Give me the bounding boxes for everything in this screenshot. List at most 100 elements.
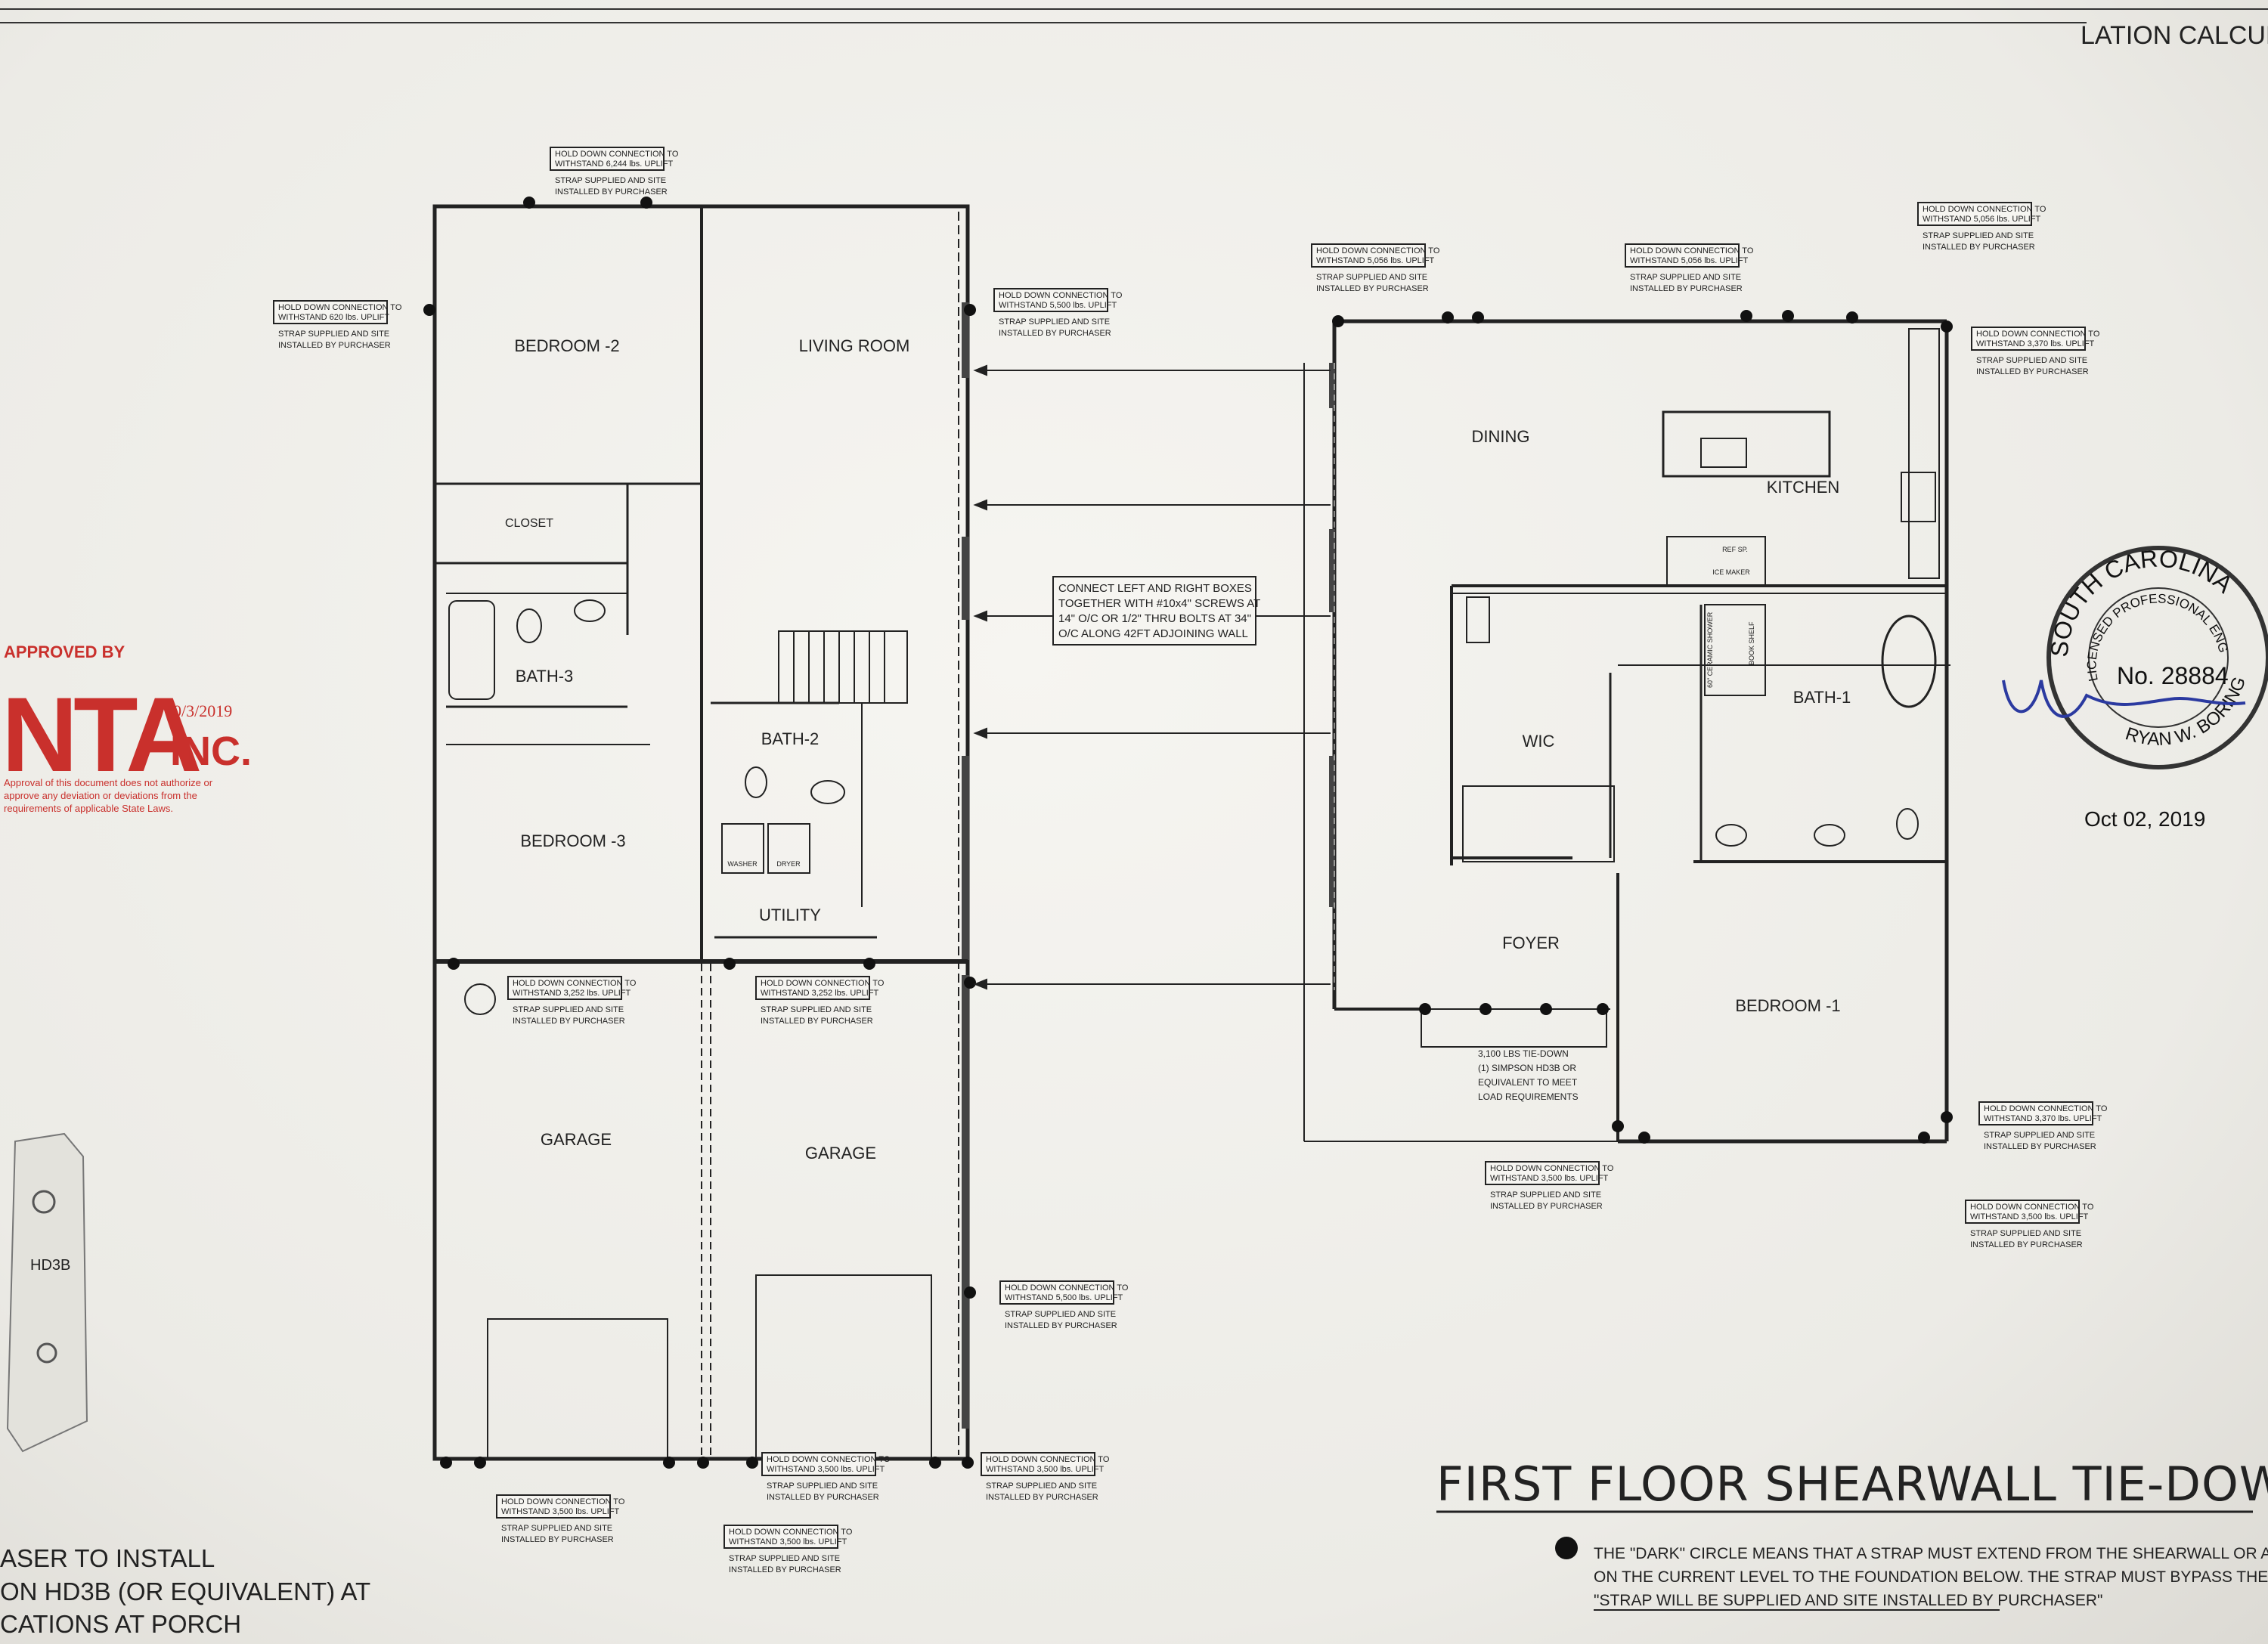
nta-approval-stamp: APPROVED BY NTA INC. 10/3/2019 Approval … xyxy=(2,642,252,814)
callout-install: INSTALLED BY PURCHASER xyxy=(767,1493,879,1502)
callout-box xyxy=(993,288,1108,312)
callout-install: INSTALLED BY PURCHASER xyxy=(1490,1202,1603,1211)
callout-box xyxy=(1971,327,2086,351)
room-label: WIC xyxy=(1523,732,1555,751)
room-label: FOYER xyxy=(1502,933,1560,952)
room-label: KITCHEN xyxy=(1767,478,1840,497)
left-unit-plan xyxy=(432,204,970,1461)
callout-install: INSTALLED BY PURCHASER xyxy=(501,1535,614,1544)
approval-disclaimer: Approval of this document does not autho… xyxy=(4,777,213,788)
porch-note-line: ASER TO INSTALL xyxy=(0,1544,215,1572)
shearwall-hatch xyxy=(962,302,969,378)
sink xyxy=(1715,824,1747,847)
fixture-label: WASHER xyxy=(727,860,758,868)
callout-install: INSTALLED BY PURCHASER xyxy=(278,341,391,350)
sink xyxy=(1814,824,1845,847)
fixture-label: ICE MAKER xyxy=(1712,568,1750,576)
callout-line1: HOLD DOWN CONNECTION TO xyxy=(986,1455,1110,1464)
callout-line2: WITHSTAND 5,500 lbs. UPLIFT xyxy=(999,301,1117,310)
callout-box xyxy=(723,1525,838,1549)
callout-box xyxy=(1917,202,2032,226)
seal-date: Oct 02, 2019 xyxy=(2084,807,2205,831)
callout-install: INSTALLED BY PURCHASER xyxy=(1316,284,1429,293)
callout-line2: WITHSTAND 3,370 lbs. UPLIFT xyxy=(1984,1114,2102,1123)
legend-line: "STRAP WILL BE SUPPLIED AND SITE INSTALL… xyxy=(1594,1592,2103,1609)
callout-strap: STRAP SUPPLIED AND SITE xyxy=(1316,273,1427,282)
wic-shelving xyxy=(1462,785,1615,862)
callout-strap: STRAP SUPPLIED AND SITE xyxy=(761,1005,872,1014)
callout-line1: HOLD DOWN CONNECTION TO xyxy=(1490,1164,1614,1173)
hold-down-callouts: HOLD DOWN CONNECTION TO WITHSTAND 6,244 l… xyxy=(273,147,2108,1574)
refrigerator-space xyxy=(1666,536,1766,587)
callout-line2: WITHSTAND 5,056 lbs. UPLIFT xyxy=(1923,215,2041,224)
seal-number: No. 28884 xyxy=(2117,662,2229,689)
tiedown-note-line: (1) SIMPSON HD3B OR xyxy=(1478,1063,1576,1073)
callout-line2: WITHSTAND 3,500 lbs. UPLIFT xyxy=(729,1537,847,1546)
toilet xyxy=(1896,808,1919,840)
porch-note-line: CATIONS AT PORCH xyxy=(0,1610,241,1638)
room-label: LIVING ROOM xyxy=(799,336,910,355)
nta-logo: NTA xyxy=(2,675,200,794)
callout-line1: HOLD DOWN CONNECTION TO xyxy=(1923,205,2046,214)
callout-box xyxy=(1625,243,1740,268)
porch xyxy=(1421,1008,1607,1048)
range xyxy=(1901,472,1936,522)
washer xyxy=(721,823,764,874)
callout-box xyxy=(1978,1101,2093,1125)
room-label: BEDROOM -1 xyxy=(1735,996,1840,1015)
callout-line2: WITHSTAND 5,056 lbs. UPLIFT xyxy=(1316,256,1435,265)
callout-strap: STRAP SUPPLIED AND SITE xyxy=(1923,231,2034,240)
callout-strap: STRAP SUPPLIED AND SITE xyxy=(513,1005,624,1014)
callout-line2: WITHSTAND 3,500 lbs. UPLIFT xyxy=(1970,1212,2089,1221)
callout-install: INSTALLED BY PURCHASER xyxy=(1984,1142,2096,1151)
bathtub xyxy=(1881,615,1937,708)
callout-strap: STRAP SUPPLIED AND SITE xyxy=(1490,1190,1601,1200)
hd3b-product-sticker: HD3B xyxy=(6,1132,88,1453)
approval-date: 10/3/2019 xyxy=(165,701,232,720)
callout-line2: WITHSTAND 3,500 lbs. UPLIFT xyxy=(767,1465,885,1474)
callout-box xyxy=(507,976,622,1000)
callout-line2: WITHSTAND 6,244 lbs. UPLIFT xyxy=(555,159,674,169)
water-heater xyxy=(464,983,496,1015)
sink xyxy=(574,599,606,622)
shearwall-hatch xyxy=(1329,363,1335,408)
callout-strap: STRAP SUPPLIED AND SITE xyxy=(1970,1229,2081,1238)
right-unit-plan xyxy=(1303,319,1950,1144)
callout-box xyxy=(1485,1161,1600,1185)
shearwall-hatch xyxy=(962,975,969,1429)
room-label: GARAGE xyxy=(541,1130,612,1149)
engineer-signature xyxy=(2002,680,2246,718)
callout-line1: HOLD DOWN CONNECTION TO xyxy=(513,979,637,988)
room-label: CLOSET xyxy=(505,517,553,530)
callout-strap: STRAP SUPPLIED AND SITE xyxy=(555,176,666,185)
hold-down-points-left xyxy=(423,197,976,1469)
connection-arrows xyxy=(973,364,1331,990)
shearwall-hatch xyxy=(962,756,969,960)
tiedown-note-line: EQUIVALENT TO MEET xyxy=(1478,1077,1578,1088)
bathtub xyxy=(448,600,495,700)
callout-box xyxy=(761,1452,876,1476)
dryer xyxy=(767,823,810,874)
toilet xyxy=(745,766,767,798)
connect-note: CONNECT LEFT AND RIGHT BOXES TOGETHER WI… xyxy=(1052,576,1260,646)
kitchen-island xyxy=(1662,410,1831,478)
callout-line1: HOLD DOWN CONNECTION TO xyxy=(729,1528,853,1537)
callout-line1: HOLD DOWN CONNECTION TO xyxy=(1976,330,2100,339)
callout-line2: WITHSTAND 5,056 lbs. UPLIFT xyxy=(1630,256,1749,265)
callout-line2: WITHSTAND 3,500 lbs. UPLIFT xyxy=(1490,1174,1609,1183)
callout-line1: HOLD DOWN CONNECTION TO xyxy=(999,291,1123,300)
fixture-label: BOOK SHELF xyxy=(1748,621,1755,665)
connect-note-line: O/C ALONG 42FT ADJOINING WALL xyxy=(1058,627,1248,640)
callout-install: INSTALLED BY PURCHASER xyxy=(1923,243,2035,252)
callout-strap: STRAP SUPPLIED AND SITE xyxy=(1005,1310,1116,1319)
